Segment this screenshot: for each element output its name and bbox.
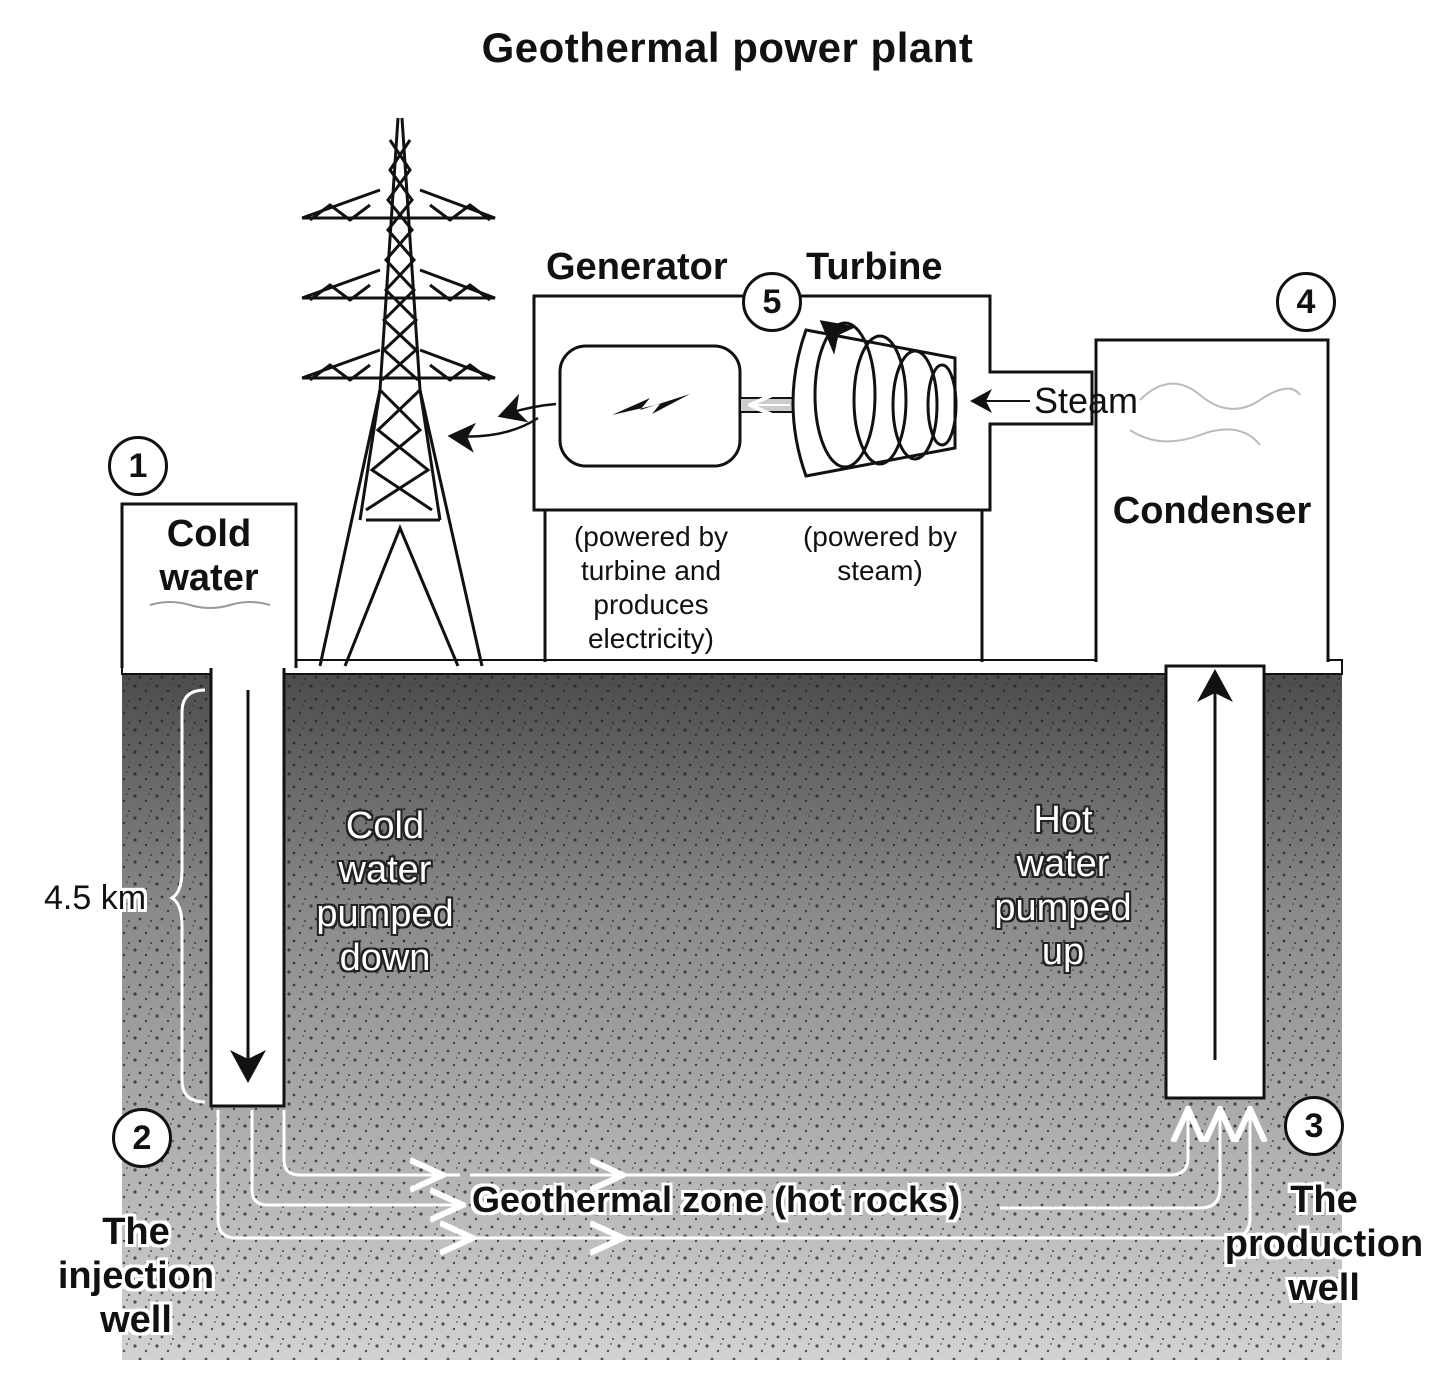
step-number-3: 3 <box>1284 1096 1344 1156</box>
production-line-2: production <box>1224 1223 1424 1265</box>
cold-water-line-1: Cold <box>166 513 252 555</box>
generator-note-line-3: produces <box>593 589 709 620</box>
geothermal-flow-arrows <box>216 1110 1250 1238</box>
cold-water-tank-label: Cold water <box>122 512 296 600</box>
cold-down-line-2: water <box>338 849 432 891</box>
hot-up-line-4: up <box>1041 931 1085 973</box>
generator-note-line-2: turbine and <box>580 555 722 586</box>
turbine-note-line-1: (powered by <box>802 521 958 552</box>
generator-note-line-1: (powered by <box>573 521 729 552</box>
injection-line-1: The <box>102 1211 170 1253</box>
hot-water-pumped-up-label: Hot water pumped up <box>978 798 1148 974</box>
cold-down-line-3: pumped <box>316 893 454 935</box>
generator-unit <box>558 344 797 468</box>
cold-down-line-1: Cold <box>345 805 425 847</box>
step-number-5: 5 <box>742 272 802 332</box>
depth-label: 4.5 km <box>44 879 147 917</box>
condenser-label: Condenser <box>1112 490 1312 532</box>
turbine-note: (powered by steam) <box>782 520 978 588</box>
generator-note-line-4: electricity) <box>587 623 714 654</box>
hot-up-line-2: water <box>1016 843 1110 885</box>
turbine-unit <box>791 320 958 478</box>
step-number-4: 4 <box>1276 272 1336 332</box>
cold-down-line-4: down <box>339 937 431 979</box>
generator-label: Generator <box>546 246 728 288</box>
geothermal-zone-label: Geothermal zone (hot rocks) <box>472 1179 961 1220</box>
steam-label: Steam <box>1034 380 1139 421</box>
depth-bracket <box>169 688 206 1104</box>
injection-well-label: The injection well <box>36 1210 236 1342</box>
condenser-unit <box>1094 338 1330 662</box>
cold-water-pumped-down-label: Cold water pumped down <box>300 804 470 980</box>
production-well-shaft <box>1164 664 1266 1100</box>
cold-water-line-2: water <box>159 557 259 599</box>
production-well-label: The production well <box>1218 1178 1430 1310</box>
power-lines <box>447 393 557 453</box>
hot-up-line-1: Hot <box>1033 799 1093 841</box>
step-number-1: 1 <box>108 436 168 496</box>
pylon-tower <box>301 117 496 667</box>
injection-well-shaft <box>209 664 286 1108</box>
step-number-2: 2 <box>112 1108 172 1168</box>
injection-line-3: well <box>100 1299 172 1341</box>
production-line-1: The <box>1290 1179 1358 1221</box>
generator-note: (powered by turbine and produces electri… <box>548 520 754 656</box>
injection-line-2: injection <box>57 1255 215 1297</box>
cold-water-tank <box>120 502 298 668</box>
ground <box>121 659 1343 1360</box>
production-line-3: well <box>1288 1267 1360 1309</box>
turbine-label: Turbine <box>806 246 943 288</box>
hot-up-line-3: pumped <box>994 887 1132 929</box>
diagram-title: Geothermal power plant <box>481 24 974 71</box>
turbine-note-line-2: steam) <box>837 555 923 586</box>
